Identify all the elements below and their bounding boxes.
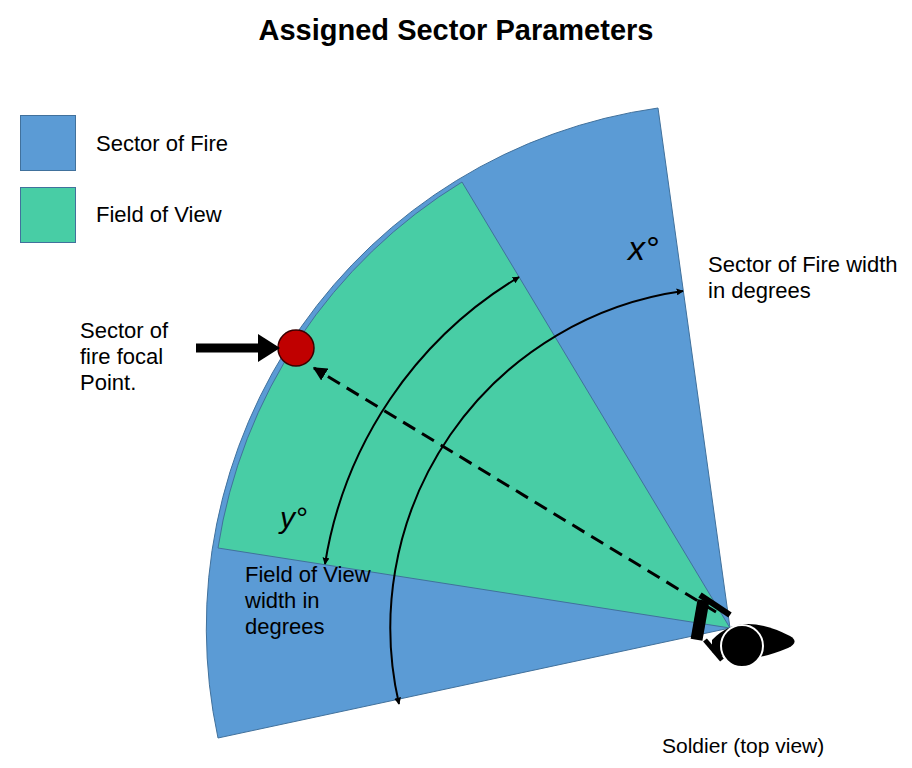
fov-width-arc	[325, 277, 519, 564]
sof-width-arc	[390, 291, 683, 704]
legend-swatch	[20, 187, 76, 243]
pointer-head	[258, 334, 280, 362]
callout-text: Sector of Fire width in degrees	[708, 252, 906, 304]
diagram-title: Assigned Sector Parameters	[0, 14, 912, 47]
legend-swatch	[20, 115, 76, 171]
caption-text: Soldier (top view)	[662, 734, 824, 759]
soldier-icon	[691, 595, 795, 667]
sector-of-fire	[206, 108, 730, 738]
focal-point	[278, 330, 314, 366]
pointer-arrow	[196, 344, 262, 353]
legend-text: Field of View	[96, 202, 222, 228]
callout-text: Field of View width in degrees	[245, 562, 377, 640]
legend-text: Sector of Fire	[96, 131, 228, 157]
angle-label: x°	[628, 228, 659, 268]
callout-text: Sector of fire focal Point.	[80, 318, 192, 396]
angle-label: y°	[280, 500, 307, 535]
aim-line	[314, 368, 716, 612]
